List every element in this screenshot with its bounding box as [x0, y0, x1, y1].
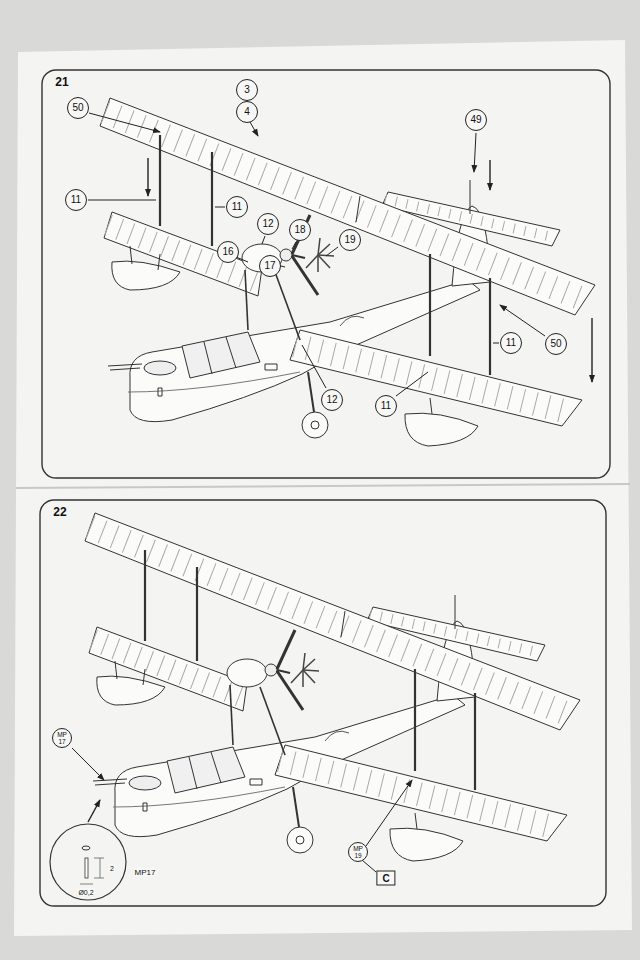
callout-number: 12	[321, 389, 343, 411]
step-number: 22	[53, 505, 66, 519]
callout-number: 19	[339, 229, 361, 251]
callout-number: 3	[236, 79, 258, 101]
callout-number: 11	[375, 395, 397, 417]
callout-number: 11	[226, 196, 248, 218]
callout-number: 11	[500, 332, 522, 354]
color-code-box: C	[376, 871, 395, 886]
callout-number: 17	[259, 255, 281, 277]
callout-number: 50	[67, 97, 89, 119]
callout-number: 4	[236, 101, 258, 123]
photo-etch-callout: MP 17	[52, 728, 72, 748]
step-number: 21	[55, 75, 68, 89]
callout-number: 16	[217, 241, 239, 263]
callout-number: 50	[545, 333, 567, 355]
dimension-label: 2	[109, 865, 115, 872]
callout-number: 11	[65, 189, 87, 211]
photo-etch-callout: MP 19	[348, 842, 368, 862]
dimension-label: Ø0,2	[77, 889, 94, 896]
callout-number: 12	[257, 213, 279, 235]
part-reference: MP17	[134, 868, 157, 877]
callout-number: 18	[289, 219, 311, 241]
callout-number: 49	[465, 109, 487, 131]
